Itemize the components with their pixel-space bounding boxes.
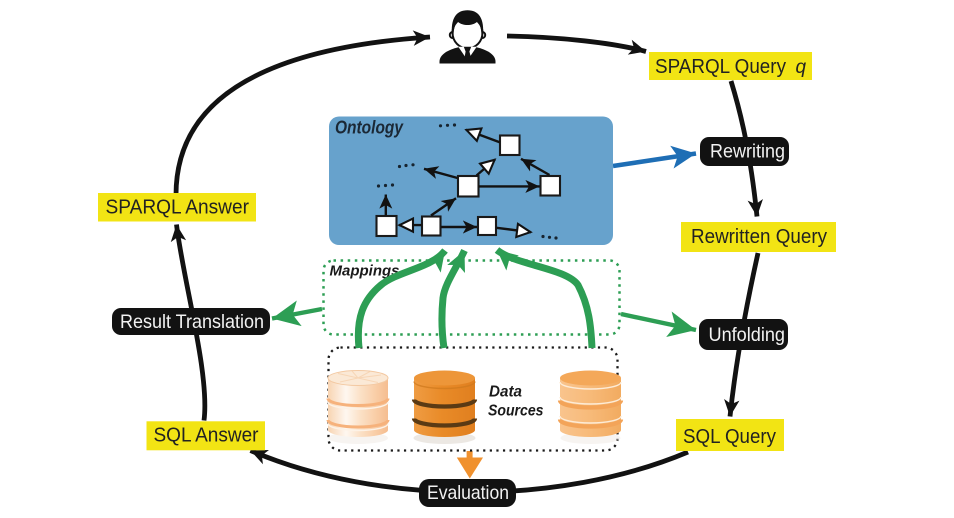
svg-text:Result Translation: Result Translation	[120, 311, 264, 333]
svg-text:Sources: Sources	[488, 403, 544, 420]
svg-text:Rewritten Query: Rewritten Query	[691, 226, 827, 248]
svg-text:Rewriting: Rewriting	[710, 141, 785, 163]
svg-text:SQL Answer: SQL Answer	[154, 425, 259, 447]
svg-text:q: q	[796, 57, 807, 78]
svg-text:SPARQL Query: SPARQL Query	[655, 56, 786, 78]
svg-text:SPARQL Answer: SPARQL Answer	[106, 197, 250, 219]
svg-text:Ontology: Ontology	[335, 118, 404, 138]
svg-text:Data: Data	[489, 384, 522, 401]
svg-text:SQL Query: SQL Query	[683, 426, 776, 448]
svg-text:Evaluation: Evaluation	[427, 482, 509, 504]
svg-text:Mappings: Mappings	[330, 264, 400, 280]
svg-text:Unfolding: Unfolding	[709, 324, 786, 346]
